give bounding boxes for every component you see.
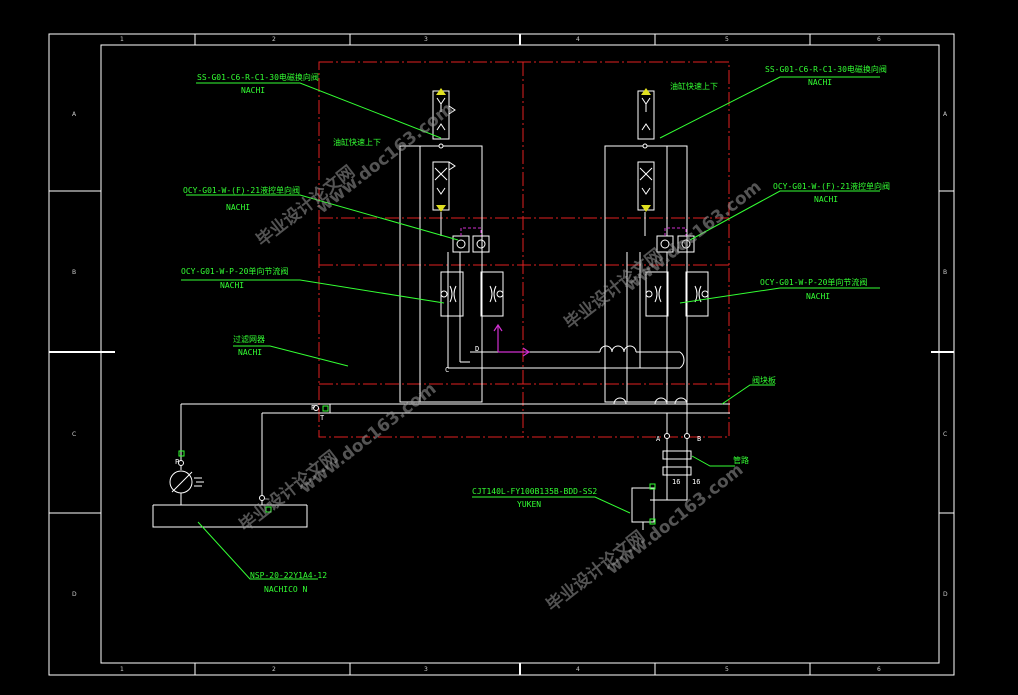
label-throttle-right: OCY-G01-W-P-20单向节流阀	[760, 277, 867, 287]
label-throttle-left-mfr: NACHI	[220, 281, 244, 290]
col-label: 4	[576, 36, 580, 43]
label-cylinder-mfr: YUKEN	[517, 500, 541, 509]
col-label: 5	[725, 36, 729, 43]
label-pump: NSP-20-22Y1A4-12	[250, 571, 327, 580]
label-check-right-mfr: NACHI	[814, 195, 838, 204]
label-solenoid-left-mfr: NACHI	[241, 86, 265, 95]
solenoid-valve-right	[637, 90, 655, 211]
solenoid-coils	[436, 88, 651, 212]
port-b: B	[697, 435, 701, 443]
row-label: D	[943, 591, 948, 598]
pump-unit	[152, 470, 308, 528]
label-note-left: 油缸快速上下	[333, 137, 381, 147]
label-relief-mfr: NACHI	[238, 348, 262, 357]
watermark-url: www.doc163.com	[296, 379, 441, 498]
port-t: T	[320, 414, 325, 422]
col-label: 1	[120, 666, 124, 673]
label-throttle-left: OCY-G01-W-P-20单向节流阀	[181, 266, 288, 276]
label-note-right: 油缸快速上下	[670, 81, 718, 91]
manifold-frame	[318, 61, 730, 438]
port-d: D	[475, 345, 479, 353]
row-label: C	[943, 431, 947, 438]
port-labels: P T P A B C D 16 16	[175, 345, 701, 486]
port-p: P	[311, 404, 315, 412]
direction-arrows	[493, 323, 531, 357]
row-label: B	[72, 269, 76, 276]
row-label: A	[943, 111, 948, 118]
row-label: D	[72, 591, 77, 598]
leader-lines	[181, 76, 880, 580]
row-label: A	[72, 111, 77, 118]
throttle-valves	[440, 271, 709, 317]
col-label: 1	[120, 36, 124, 43]
watermark-url: www.doc163.com	[621, 177, 766, 296]
label-check-left: OCY-G01-W-(F)-21液控单向阀	[183, 185, 300, 195]
watermark-url: www.doc163.com	[313, 99, 458, 218]
border-grid-labels: 1 2 3 4 5 6 1 2 3 4 5 6 A B C D A B C D	[72, 36, 948, 673]
col-label: 4	[576, 666, 580, 673]
bore-a: 16	[672, 478, 680, 486]
port-markers	[178, 405, 656, 525]
col-label: 3	[424, 36, 428, 43]
col-label: 3	[424, 666, 428, 673]
bore-b: 16	[692, 478, 700, 486]
label-throttle-right-mfr: NACHI	[806, 292, 830, 301]
label-cylinder: CJT140L-FY100B135B-BDD-SS2	[472, 487, 597, 496]
port-dots	[178, 143, 690, 501]
port-c: C	[445, 366, 449, 374]
col-label: 2	[272, 36, 276, 43]
drawing-border	[48, 33, 955, 676]
label-solenoid-right-mfr: NACHI	[808, 78, 832, 87]
port-a: A	[656, 435, 661, 443]
cylinder-unit	[631, 450, 692, 530]
label-manifold: 阀块板	[752, 375, 776, 385]
col-label: 6	[877, 666, 881, 673]
col-label: 5	[725, 666, 729, 673]
col-label: 2	[272, 666, 276, 673]
label-check-left-mfr: NACHI	[226, 203, 250, 212]
row-label: C	[72, 431, 76, 438]
hydraulic-lines	[180, 145, 730, 505]
component-labels: SS-G01-C6-R-C1-30电磁换向阀 NACHI SS-G01-C6-R…	[181, 64, 890, 594]
watermark-cn: 毕业设计论文网	[252, 161, 359, 251]
row-label: B	[943, 269, 947, 276]
port-p-pump: P	[175, 458, 179, 466]
pilot-lines	[460, 227, 687, 236]
label-relief: 过滤网器	[233, 334, 265, 344]
col-label: 6	[877, 36, 881, 43]
label-solenoid-left: SS-G01-C6-R-C1-30电磁换向阀	[197, 72, 319, 82]
label-pipe: 管路	[733, 455, 749, 465]
label-solenoid-right: SS-G01-C6-R-C1-30电磁换向阀	[765, 64, 887, 74]
label-check-right: OCY-G01-W-(F)-21液控单向阀	[773, 181, 890, 191]
label-pump-mfr: NACHICO N	[264, 585, 308, 594]
